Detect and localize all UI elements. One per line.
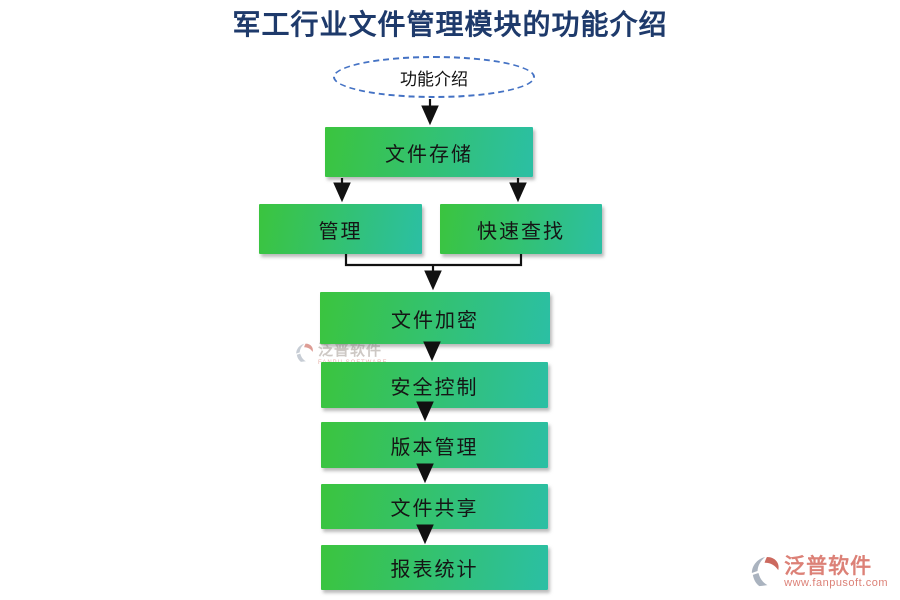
page-title: 军工行业文件管理模块的功能介绍 <box>232 10 668 41</box>
flow-node-version-management: 版本管理 <box>321 422 548 468</box>
flow-node-management: 管理 <box>259 204 422 254</box>
node-label: 报表统计 <box>390 559 479 581</box>
flow-node-root-label: 功能介绍 <box>400 69 468 89</box>
fanpu-logo-icon <box>296 343 313 362</box>
node-label: 文件存储 <box>385 143 473 166</box>
node-label: 文件共享 <box>390 498 479 520</box>
flow-node-quick-search: 快速查找 <box>440 204 602 254</box>
flow-node-security-control: 安全控制 <box>321 362 548 408</box>
flow-node-file-encryption: 文件加密 <box>320 292 550 344</box>
flow-node-report-statistics: 报表统计 <box>321 545 548 590</box>
fanpu-logo-icon <box>752 557 779 587</box>
footer-logo-url: www.fanpusoft.com <box>784 577 888 590</box>
fanpu-footer-logo: 泛普软件 www.fanpusoft.com <box>750 555 888 590</box>
node-label: 快速查找 <box>477 220 565 243</box>
footer-logo-brand: 泛普软件 <box>784 554 873 579</box>
watermark-brand: 泛普软件 <box>318 342 383 359</box>
node-label: 管理 <box>318 220 363 243</box>
node-label: 文件加密 <box>391 309 479 332</box>
flow-node-file-storage: 文件存储 <box>325 127 533 177</box>
node-label: 版本管理 <box>390 436 479 459</box>
flow-node-root: 功能介绍 <box>333 56 535 98</box>
node-label: 安全控制 <box>390 376 479 399</box>
flow-node-file-sharing: 文件共享 <box>321 484 548 529</box>
